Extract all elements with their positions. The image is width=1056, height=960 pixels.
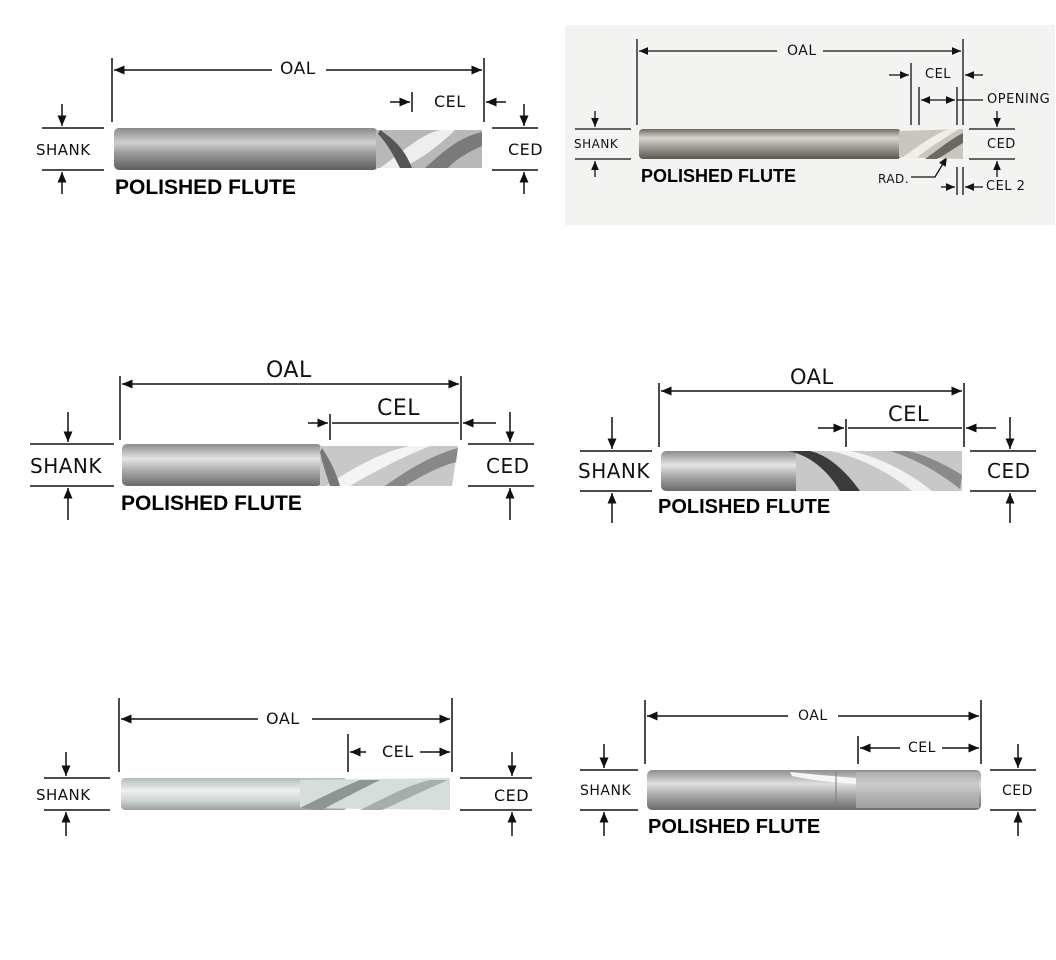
polished-flute-label: POLISHED FLUTE: [641, 166, 797, 186]
cel-label: CEL: [434, 92, 466, 111]
shank-label: SHANK: [30, 454, 102, 478]
cel-label: CEL: [908, 740, 936, 756]
ced-label: CED: [1002, 783, 1033, 799]
oal-label: OAL: [266, 709, 300, 728]
diagram-6-lines: [580, 700, 1036, 836]
oal-label: OAL: [266, 358, 312, 383]
rad-label: RAD.: [878, 172, 910, 186]
oal-label: OAL: [280, 59, 316, 79]
cel-label: CEL: [888, 402, 930, 426]
diagram-5-lines: [44, 698, 532, 836]
diagram-3-lines: [30, 376, 534, 520]
oal-label: OAL: [790, 365, 834, 389]
shank-label: SHANK: [574, 137, 619, 151]
diagram-1: OAL CEL SHANK CED POLISHED FLUTE: [0, 0, 560, 240]
polished-flute-label: POLISHED FLUTE: [121, 492, 302, 515]
opening-label: OPENING: [987, 92, 1051, 107]
oal-label: OAL: [798, 708, 828, 724]
cel-label: CEL: [382, 742, 414, 761]
shank-label: SHANK: [580, 783, 632, 799]
ced-label: CED: [987, 459, 1031, 483]
diagram-4: OAL CEL SHANK CED POLISHED FLUTE: [560, 345, 1056, 545]
polished-flute-label: POLISHED FLUTE: [648, 816, 821, 838]
ced-label: CED: [987, 137, 1016, 152]
ced-label: CED: [494, 786, 530, 805]
diagram-6: OAL CEL SHANK CED POLISHED FLUTE: [560, 680, 1056, 860]
diagram-3: OAL CEL SHANK CED POLISHED FLUTE: [0, 340, 560, 540]
diagram-1-lines: [42, 58, 538, 194]
shank-label: SHANK: [36, 786, 91, 804]
diagram-4-lines: [580, 383, 1036, 523]
cel-label: CEL: [925, 67, 952, 82]
diagram-2: OAL CEL OPENING SHANK CED POLISHED FLUTE…: [565, 25, 1055, 225]
ced-label: CED: [486, 454, 530, 478]
diagram-5: OAL CEL SHANK CED: [0, 680, 560, 860]
polished-flute-label: POLISHED FLUTE: [658, 496, 831, 518]
cel2-label: CEL 2: [986, 179, 1026, 194]
oal-label: OAL: [787, 43, 817, 59]
polished-flute-label: POLISHED FLUTE: [115, 176, 296, 199]
ced-label: CED: [508, 140, 544, 159]
shank-label: SHANK: [36, 141, 91, 159]
diagram-2-lines: [575, 39, 1015, 195]
cel-label: CEL: [377, 396, 421, 421]
shank-label: SHANK: [578, 459, 650, 483]
